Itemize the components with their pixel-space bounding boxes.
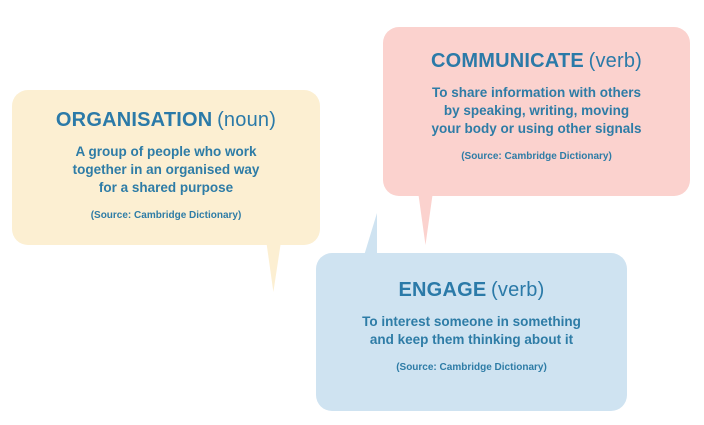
definition-line: for a shared purpose xyxy=(98,179,234,195)
definition-line: your body or using other signals xyxy=(431,120,642,136)
speech-bubble-tail-communicate xyxy=(393,195,433,245)
source-attribution-engage: (Source: Cambridge Dictionary) xyxy=(396,361,547,373)
term-part-of-speech-engage: (verb) xyxy=(491,279,545,301)
term-word-engage: ENGAGE xyxy=(398,279,487,301)
definition-line: To share information with others xyxy=(431,85,641,100)
definition-line: To interest someone in something xyxy=(362,314,581,329)
term-heading-organisation: ORGANISATION (noun) xyxy=(12,109,320,132)
term-part-of-speech-communicate: (verb) xyxy=(588,50,643,72)
definition-line: by speaking, writing, moving xyxy=(443,102,630,118)
source-attribution-communicate: (Source: Cambridge Dictionary) xyxy=(461,150,612,162)
definition-line: A group of people who work xyxy=(75,144,257,159)
source-attribution-organisation: (Source: Cambridge Dictionary) xyxy=(90,209,242,221)
term-word-communicate: COMMUNICATE xyxy=(430,50,584,72)
term-word-organisation: ORGANISATION xyxy=(55,109,213,131)
definition-line: together in an organised way xyxy=(72,161,260,177)
speech-bubble-tail-organisation xyxy=(266,244,306,292)
speech-bubble-engage[interactable]: ENGAGE (verb) To interest someone in som… xyxy=(316,253,627,411)
speech-bubble-organisation[interactable]: ORGANISATION (noun) A group of people wh… xyxy=(12,90,320,245)
definition-communicate: To share information with others by spea… xyxy=(383,84,690,138)
definition-engage: To interest someone in something and kee… xyxy=(316,313,627,349)
definition-organisation: A group of people who work together in a… xyxy=(12,143,320,197)
term-heading-communicate: COMMUNICATE (verb) xyxy=(383,50,690,73)
term-part-of-speech-organisation: (noun) xyxy=(217,109,277,131)
speech-bubble-communicate[interactable]: COMMUNICATE (verb) To share information … xyxy=(383,27,690,196)
term-heading-engage: ENGAGE (verb) xyxy=(316,279,627,302)
definition-line: and keep them thinking about it xyxy=(369,331,574,347)
